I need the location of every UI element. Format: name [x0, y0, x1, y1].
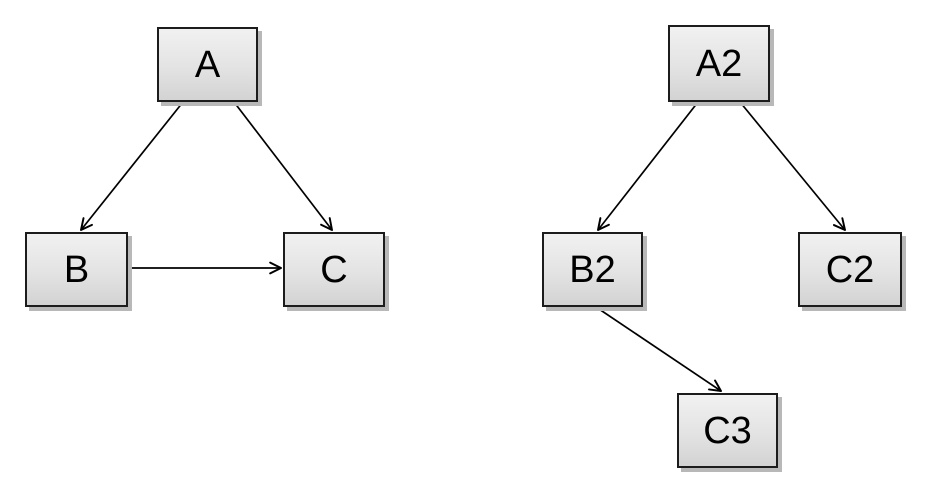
node-B2: B2: [542, 232, 643, 307]
node-C: C: [283, 232, 385, 307]
edge-A-C: [233, 101, 333, 231]
edge-A2-C2: [739, 101, 846, 231]
node-A2: A2: [668, 25, 770, 102]
node-A-label: A: [194, 43, 221, 86]
node-A2-label: A2: [695, 42, 743, 85]
node-B-label: B: [63, 248, 90, 291]
node-B: B: [25, 232, 128, 307]
edge-A2-B2: [597, 101, 699, 231]
node-C-label: C: [320, 248, 348, 291]
node-C2: C2: [798, 232, 902, 307]
node-C3-label: C3: [703, 409, 752, 452]
node-B2-label: B2: [569, 248, 616, 291]
edge-A-B: [80, 101, 184, 231]
node-C3: C3: [677, 393, 778, 468]
edge-B2-C3: [595, 306, 722, 392]
node-A: A: [157, 27, 258, 102]
node-C2-label: C2: [825, 248, 875, 291]
